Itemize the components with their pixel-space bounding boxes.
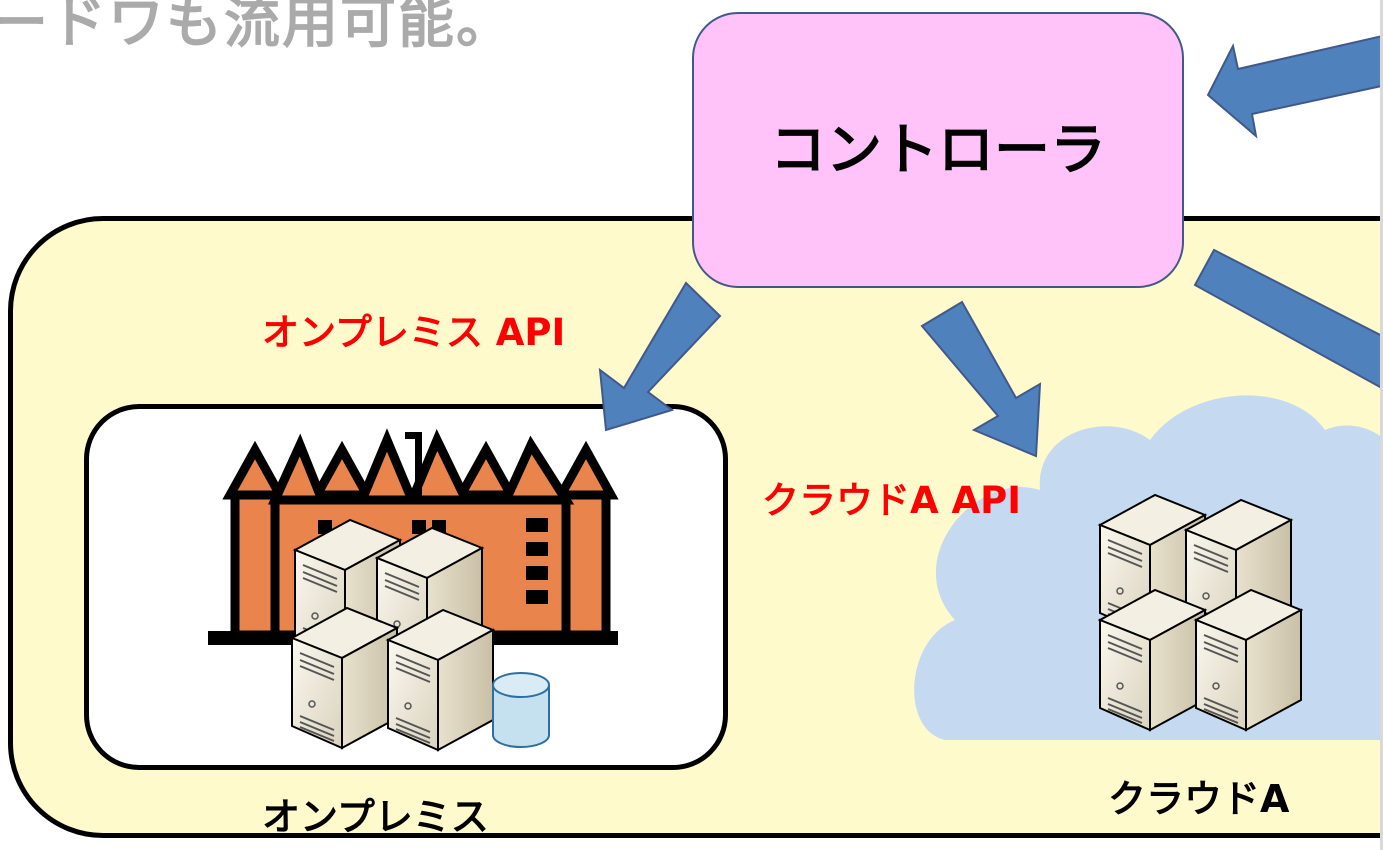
arrow-icon [598,281,722,432]
onprem-label: オンプレミス [262,795,489,839]
cloud-a-label: クラウドA [1108,777,1290,821]
cloud-a-api-label: クラウドA API [762,479,1022,522]
onprem-api-label: オンプレミス API [262,311,566,354]
controller-label: コントローラ [770,118,1106,183]
top-text: ードワも流用可能。 [0,0,514,56]
arrow-icon [1206,34,1383,139]
divider [1380,0,1383,850]
controller-box [692,12,1184,288]
arrow-icon [1193,248,1383,390]
arrow-icon [920,300,1042,458]
